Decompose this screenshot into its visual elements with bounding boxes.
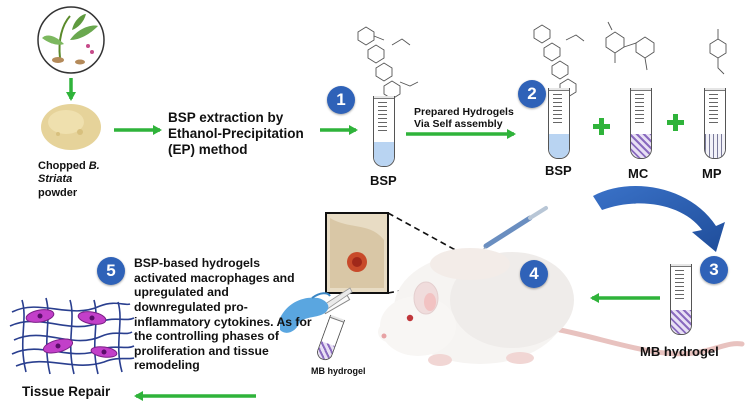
tube-contents	[631, 134, 651, 158]
tube-contents	[671, 310, 691, 334]
powder-label-suffix: powder	[38, 186, 78, 199]
tube-graduations	[635, 94, 644, 124]
powder-image	[41, 104, 101, 150]
curved-arrow-to-step3	[593, 186, 725, 252]
powder-label: Chopped B. Striata powder	[38, 160, 108, 200]
mc-tube	[630, 88, 652, 159]
tissue-repair-label: Tissue Repair	[22, 384, 111, 399]
extraction-text: BSP extraction by Ethanol-Precipitation …	[168, 110, 304, 157]
tube-graduations	[709, 94, 718, 124]
step-badge-3: 3	[700, 256, 728, 284]
step-badge-5: 5	[97, 257, 125, 285]
mp-label: MP	[702, 166, 722, 181]
step-badge-4: 4	[520, 260, 548, 288]
wound-photo-inset	[325, 212, 389, 294]
tube-graduations	[675, 270, 684, 300]
bsp-tube-2	[548, 88, 570, 159]
bsp-label-1: BSP	[370, 173, 397, 188]
plant-image	[37, 6, 105, 74]
step-badge-2: 2	[518, 80, 546, 108]
tube-cap	[705, 88, 725, 91]
powder-label-prefix: Chopped	[38, 160, 86, 172]
bsp-molecule-structure-1	[357, 26, 419, 100]
tube-cap	[631, 88, 651, 91]
tube-graduations	[553, 94, 562, 124]
tube-cap	[374, 96, 394, 99]
tube-contents	[374, 142, 394, 166]
tissue-repair-illustration	[9, 297, 135, 375]
plus-sign-2	[667, 114, 684, 131]
mb-hydrogel-small-label: MB hydrogel	[311, 366, 366, 376]
bsp-molecule-structure-2	[533, 24, 585, 98]
tube-contents	[705, 134, 725, 158]
tube-graduations	[378, 102, 387, 132]
tube-contents	[549, 134, 569, 158]
mb-hydrogel-label: MB hydrogel	[640, 344, 719, 359]
gloved-hand-syringe	[280, 287, 353, 333]
mc-label: MC	[628, 166, 649, 181]
bsp-label-2: BSP	[545, 163, 572, 178]
tube-cap	[549, 88, 569, 91]
mb-hydrogel-tube	[670, 264, 692, 335]
mp-tube	[704, 88, 726, 159]
mp-molecule-structure	[709, 29, 727, 75]
scalpel-icon	[476, 206, 548, 254]
bsp-tube-1	[373, 96, 395, 167]
step-badge-1: 1	[327, 86, 355, 114]
prepared-hydrogels-text: Prepared Hydrogels Via Self assembly	[414, 106, 514, 131]
powder-label-species: B. Striata	[38, 160, 100, 186]
zoom-line-top	[387, 212, 471, 259]
mc-molecule-structure	[605, 21, 655, 71]
tube-cap	[671, 264, 691, 267]
effect-description: BSP-based hydrogels activated macrophage…	[134, 256, 312, 373]
plus-sign-1	[593, 118, 610, 135]
